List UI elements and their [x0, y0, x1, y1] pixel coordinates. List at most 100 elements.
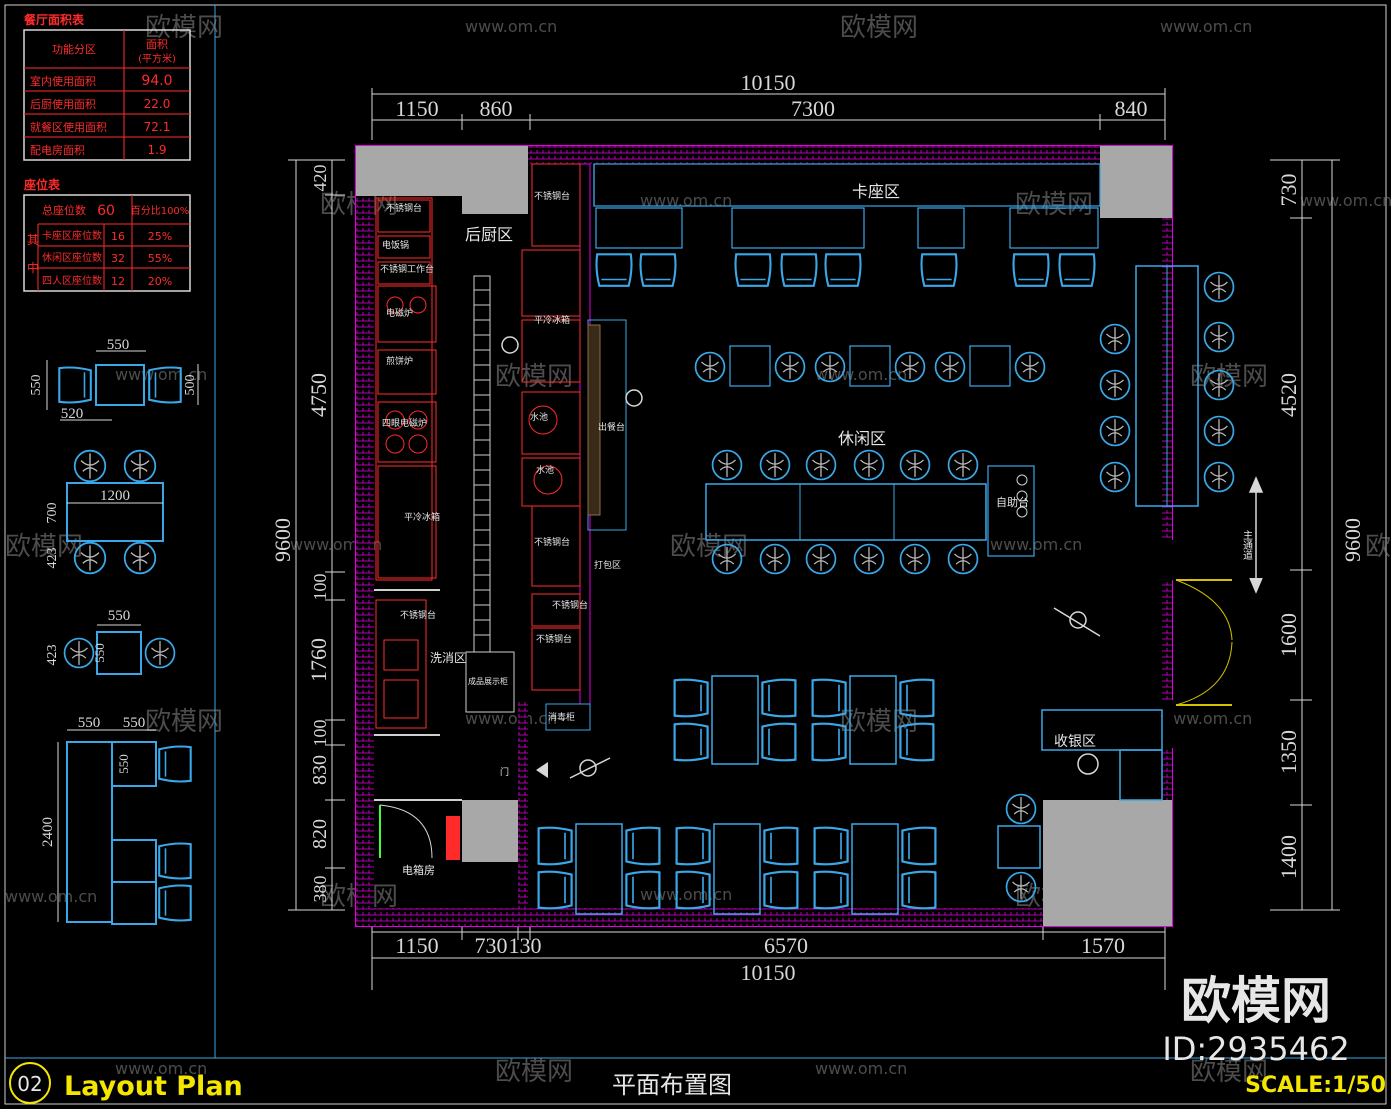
svg-text:10150: 10150: [741, 70, 796, 95]
svg-text:水池: 水池: [530, 411, 548, 423]
svg-text:100: 100: [310, 720, 330, 747]
svg-text:欧模网: 欧模网: [840, 707, 918, 737]
svg-text:(平方米): (平方米): [138, 52, 176, 65]
svg-text:1600: 1600: [1276, 613, 1301, 657]
svg-text:电磁炉: 电磁炉: [386, 307, 413, 319]
svg-text:成品展示柜: 成品展示柜: [468, 676, 508, 686]
svg-text:不锈钢台: 不锈钢台: [386, 202, 422, 214]
area-row-label: 后厨使用面积: [30, 98, 96, 111]
title-block: 02 Layout Plan 平面布置图 SCALE:1/50: [9, 1062, 1386, 1104]
leisure-bar-counter: [1099, 265, 1235, 507]
leisure-two-top-tables: [694, 345, 1046, 387]
model-id: ID:2935462: [1162, 1030, 1349, 1068]
svg-text:煎饼炉: 煎饼炉: [386, 355, 413, 367]
svg-text:423: 423: [45, 548, 60, 569]
svg-text:欧模网: 欧模网: [495, 1057, 573, 1087]
svg-text:www.om.cn: www.om.cn: [5, 887, 97, 906]
seat-header-pct: 百分比100%: [131, 205, 190, 217]
leisure-long-table: [705, 449, 1035, 575]
svg-text:423: 423: [45, 645, 60, 666]
svg-text:www.om.cn: www.om.cn: [465, 17, 557, 36]
svg-text:840: 840: [1115, 96, 1148, 121]
svg-text:730: 730: [1276, 174, 1301, 207]
svg-text:水池: 水池: [536, 464, 554, 476]
svg-text:1150: 1150: [395, 933, 438, 958]
svg-text:550: 550: [123, 715, 146, 731]
svg-text:1760: 1760: [306, 638, 331, 682]
svg-text:380: 380: [310, 876, 330, 903]
svg-text:中: 中: [27, 260, 39, 275]
svg-text:550: 550: [29, 375, 44, 396]
svg-text:520: 520: [61, 406, 84, 422]
svg-text:www.om.cn: www.om.cn: [1160, 709, 1252, 728]
svg-text:100: 100: [310, 574, 330, 601]
svg-text:1200: 1200: [100, 488, 130, 504]
svg-text:www.om.cn: www.om.cn: [815, 1059, 907, 1078]
svg-text:欧模网: 欧模网: [840, 13, 918, 43]
drawing-title-cn: 平面布置图: [612, 1071, 732, 1099]
svg-text:830: 830: [309, 755, 331, 785]
svg-text:1400: 1400: [1276, 835, 1301, 879]
seat-row-label: 四人区座位数: [42, 274, 102, 287]
area-header-zone: 功能分区: [52, 42, 96, 56]
zone-cashier: 收银区: [1054, 734, 1096, 750]
area-table-title: 餐厅面积表: [24, 12, 85, 27]
area-row-label: 室内使用面积: [30, 74, 96, 88]
seat-table-title: 座位表: [23, 177, 61, 192]
svg-text:www.om.cn: www.om.cn: [115, 365, 207, 384]
svg-text:820: 820: [309, 819, 331, 849]
seat-row-label: 卡座区座位数: [42, 229, 102, 242]
svg-text:不锈钢台: 不锈钢台: [400, 609, 436, 621]
svg-text:550: 550: [92, 643, 107, 663]
drawing-title-en: Layout Plan: [64, 1071, 243, 1102]
svg-text:550: 550: [108, 608, 131, 624]
area-row-label: 配电房面积: [30, 144, 85, 157]
zone-booth: 卡座区: [852, 182, 900, 201]
furniture-legend: 550 550 500 520 1200 700 423 550 550 423: [29, 337, 199, 925]
area-header-area: 面积: [146, 38, 168, 51]
booth-chairs: [595, 253, 1096, 287]
svg-text:1570: 1570: [1081, 933, 1125, 958]
zone-pass: 出餐台: [598, 421, 625, 433]
svg-text:消毒柜: 消毒柜: [548, 711, 575, 723]
svg-text:www.om.cn: www.om.cn: [990, 535, 1082, 554]
svg-text:欧模网: 欧模网: [1190, 362, 1268, 392]
svg-text:平冷冰箱: 平冷冰箱: [404, 511, 440, 523]
svg-text:420: 420: [310, 165, 330, 192]
drawing-frame: [4, 4, 1387, 1105]
svg-text:www.om.cn: www.om.cn: [640, 885, 732, 904]
svg-text:www.om.cn: www.om.cn: [465, 709, 557, 728]
dimension-lines: [288, 88, 1340, 990]
svg-text:1150: 1150: [395, 96, 438, 121]
svg-text:不锈钢台: 不锈钢台: [536, 633, 572, 645]
svg-text:2400: 2400: [40, 817, 56, 847]
cashier-counter: [997, 709, 1163, 869]
passage-arrow-icon: [1248, 476, 1264, 594]
svg-text:25%: 25%: [148, 230, 172, 243]
svg-text:9600: 9600: [1340, 518, 1365, 562]
zone-pack: 打包区: [594, 559, 621, 571]
svg-text:www.om.cn: www.om.cn: [1160, 17, 1252, 36]
seat-row-label: 休闲区座位数: [42, 251, 102, 264]
svg-text:32: 32: [111, 252, 125, 265]
area-row-value: 22.0: [144, 97, 171, 111]
svg-text:欧模网: 欧模网: [145, 707, 223, 737]
svg-text:16: 16: [111, 230, 125, 243]
svg-text:电饭锅: 电饭锅: [382, 239, 409, 251]
svg-text:欧模网: 欧模网: [145, 13, 223, 43]
zone-self-service: 自助台: [996, 495, 1029, 509]
seat-table: 座位表 总座位数 60 百分比100% 其 中 卡座区座位数 16 25% 休闲…: [23, 177, 191, 292]
svg-text:700: 700: [45, 503, 60, 524]
svg-text:欧模网: 欧模网: [1190, 1057, 1268, 1087]
svg-text:不锈钢台: 不锈钢台: [534, 190, 570, 202]
zone-electric: 电箱房: [402, 863, 435, 877]
svg-text:欧模网: 欧模网: [495, 362, 573, 392]
svg-text:550: 550: [107, 337, 130, 353]
zone-labels: 后厨区 卡座区 休闲区 洗消区 收银区 电箱房 打包区 出餐台 自助台 门 主通…: [402, 182, 1253, 877]
seat-header-label: 总座位数: [42, 203, 86, 217]
dimension-texts: 10150 1150 860 7300 840 1150 730 130 657…: [270, 70, 1365, 985]
zone-passage: 主通道: [1241, 530, 1253, 560]
svg-text:欧模网: 欧模网: [1365, 532, 1391, 562]
svg-text:20%: 20%: [148, 275, 172, 288]
